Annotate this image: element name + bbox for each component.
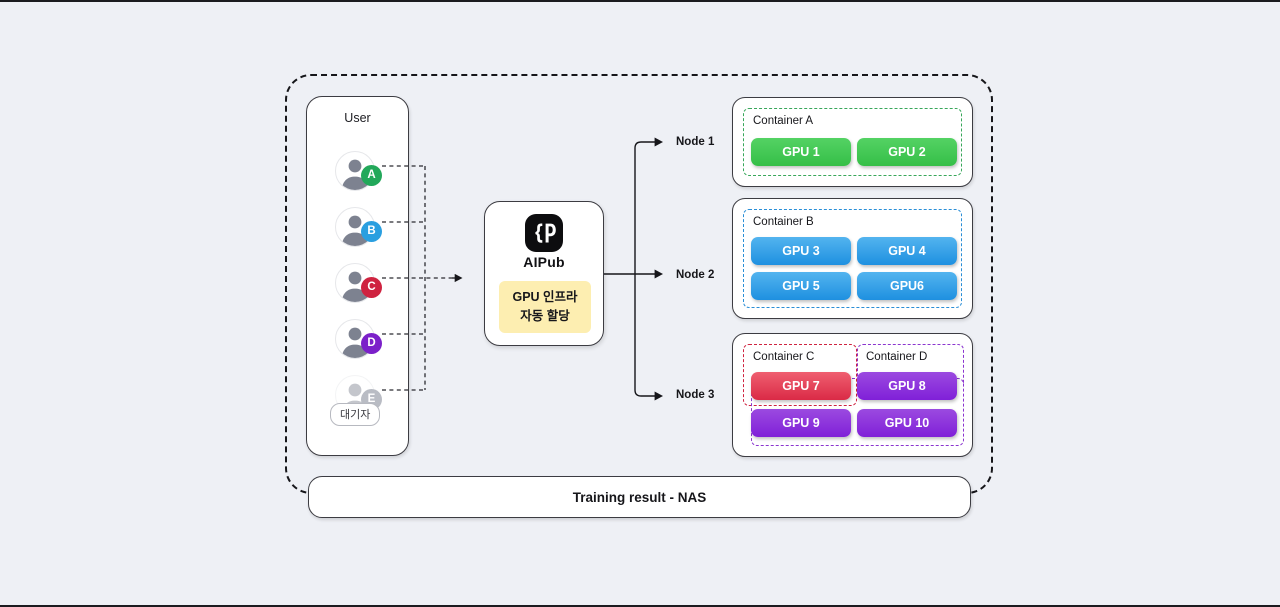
container-d-label: Container D <box>866 351 928 363</box>
gpu-9[interactable]: GPU 9 <box>751 409 851 437</box>
user-panel-title: User <box>344 111 371 125</box>
user-item-b[interactable]: B <box>335 207 382 249</box>
waiting-user-badge: 대기자 <box>330 403 381 426</box>
aipub-tagline-line1: GPU 인프라 <box>512 290 578 305</box>
user-badge-c: C <box>361 277 382 298</box>
user-badge-b: B <box>361 221 382 242</box>
avatar <box>335 207 375 247</box>
container-c-box <box>743 344 857 406</box>
gpu-4[interactable]: GPU 4 <box>857 237 957 265</box>
gpu-10[interactable]: GPU 10 <box>857 409 957 437</box>
container-d-box-top <box>857 344 964 384</box>
aipub-tagline-line2: 자동 할당 <box>520 309 570 323</box>
aipub-card[interactable]: AIPub GPU 인프라 자동 할당 <box>484 201 604 346</box>
user-item-a[interactable]: A <box>335 151 382 193</box>
gpu-7[interactable]: GPU 7 <box>751 372 851 400</box>
node-label-2: Node 2 <box>676 269 715 281</box>
gpu-2[interactable]: GPU 2 <box>857 138 957 166</box>
user-item-c[interactable]: C <box>335 263 382 305</box>
aipub-tagline: GPU 인프라 자동 할당 <box>499 281 591 333</box>
user-item-d[interactable]: D <box>335 319 382 361</box>
gpu-6[interactable]: GPU6 <box>857 272 957 300</box>
gpu-8[interactable]: GPU 8 <box>857 372 957 400</box>
gpu-5[interactable]: GPU 5 <box>751 272 851 300</box>
node-label-3: Node 3 <box>676 389 715 401</box>
gpu-3[interactable]: GPU 3 <box>751 237 851 265</box>
gpu-1[interactable]: GPU 1 <box>751 138 851 166</box>
aipub-name: AIPub <box>523 254 565 270</box>
user-badge-d: D <box>361 333 382 354</box>
node-card-1: Container A GPU 1 GPU 2 <box>732 97 973 187</box>
container-b-box <box>743 209 962 308</box>
nas-bar: Training result - NAS <box>308 476 971 518</box>
container-b-label: Container B <box>753 216 814 228</box>
aipub-logo-icon <box>525 214 563 252</box>
user-panel: User A B <box>306 96 409 456</box>
container-a-label: Container A <box>753 115 814 127</box>
user-badge-a: A <box>361 165 382 186</box>
node-label-1: Node 1 <box>676 136 715 148</box>
node-card-3: Container C Container D GPU 7 GPU 8 GPU … <box>732 333 973 457</box>
nas-label: Training result - NAS <box>572 489 707 505</box>
container-a-box <box>743 108 962 176</box>
container-c-label: Container C <box>753 351 815 363</box>
node-card-2: Container B GPU 3 GPU 4 GPU 5 GPU6 <box>732 198 973 319</box>
